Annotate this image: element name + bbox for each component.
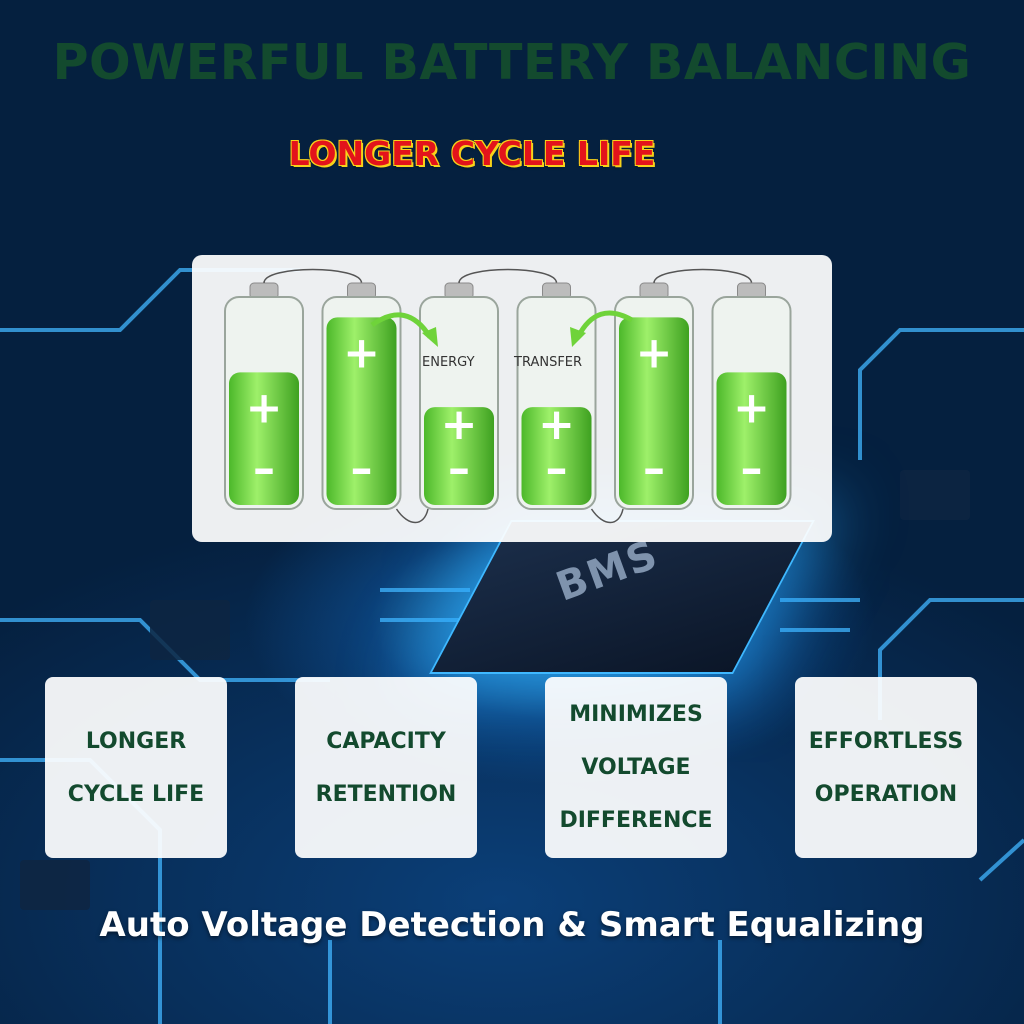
battery-cell: +– (321, 282, 402, 510)
battery-plus-sign: + (343, 327, 380, 378)
footer-tagline: Auto Voltage Detection & Smart Equalizin… (99, 905, 925, 945)
battery-minus-sign: – (741, 443, 763, 494)
battery-minus-sign: – (448, 443, 470, 494)
battery-plus-sign: + (733, 382, 770, 433)
feature-line: CAPACITY (326, 728, 446, 754)
arrow-head (422, 327, 438, 347)
battery-charge-level (716, 372, 787, 505)
battery-cell: +– (711, 282, 792, 510)
battery-balancing-diagram: +–+–+–+–+–+– ENERGY TRANSFER (192, 255, 832, 542)
battery-charge-level (326, 317, 397, 505)
battery-cell: +– (614, 282, 694, 510)
arrow-head (570, 327, 586, 347)
feature-card-capacity-retention: CAPACITY RETENTION (295, 677, 477, 858)
battery-wire (458, 268, 558, 284)
feature-line: LONGER (85, 728, 187, 754)
battery-cell: +– (224, 282, 304, 510)
feature-line: RETENTION (315, 781, 457, 807)
feature-line: MINIMIZES (569, 702, 703, 727)
battery-plus-sign: + (441, 399, 478, 450)
battery-charge-level (229, 372, 299, 505)
battery-plus-sign: + (538, 399, 575, 450)
battery-charge-level (521, 407, 592, 505)
page-subtitle: LONGER CYCLE LIFE (288, 134, 656, 173)
feature-line: OPERATION (814, 781, 958, 807)
battery-plus-sign: + (636, 327, 673, 378)
feature-line: VOLTAGE (581, 755, 691, 780)
feature-line: CYCLE LIFE (67, 781, 205, 807)
battery-charge-level (619, 317, 689, 505)
battery-minus-sign: – (546, 443, 568, 494)
energy-transfer-arrow (370, 312, 433, 339)
battery-wire (263, 268, 363, 284)
battery-wire (590, 508, 624, 524)
battery-diagram-svg: +–+–+–+–+–+– (224, 268, 792, 524)
transfer-label: TRANSFER (514, 355, 583, 370)
battery-minus-sign: – (351, 443, 373, 494)
feature-card-cycle-life: LONGER CYCLE LIFE (45, 677, 227, 858)
feature-card-effortless-operation: EFFORTLESS OPERATION (795, 677, 977, 858)
page-title: POWERFUL BATTERY BALANCING (52, 34, 972, 91)
energy-label: ENERGY (422, 355, 475, 370)
battery-plus-sign: + (246, 382, 283, 433)
battery-wire (395, 508, 429, 524)
battery-cell: +– (419, 282, 499, 510)
feature-card-voltage-difference: MINIMIZES VOLTAGE DIFFERENCE (545, 677, 727, 858)
battery-minus-sign: – (253, 443, 275, 494)
energy-transfer-arrow (575, 310, 634, 339)
battery-charge-level (424, 407, 494, 505)
battery-wire (653, 268, 753, 284)
feature-line: DIFFERENCE (559, 808, 713, 833)
battery-cell: +– (516, 282, 597, 510)
battery-minus-sign: – (643, 443, 665, 494)
feature-line: EFFORTLESS (808, 728, 964, 754)
